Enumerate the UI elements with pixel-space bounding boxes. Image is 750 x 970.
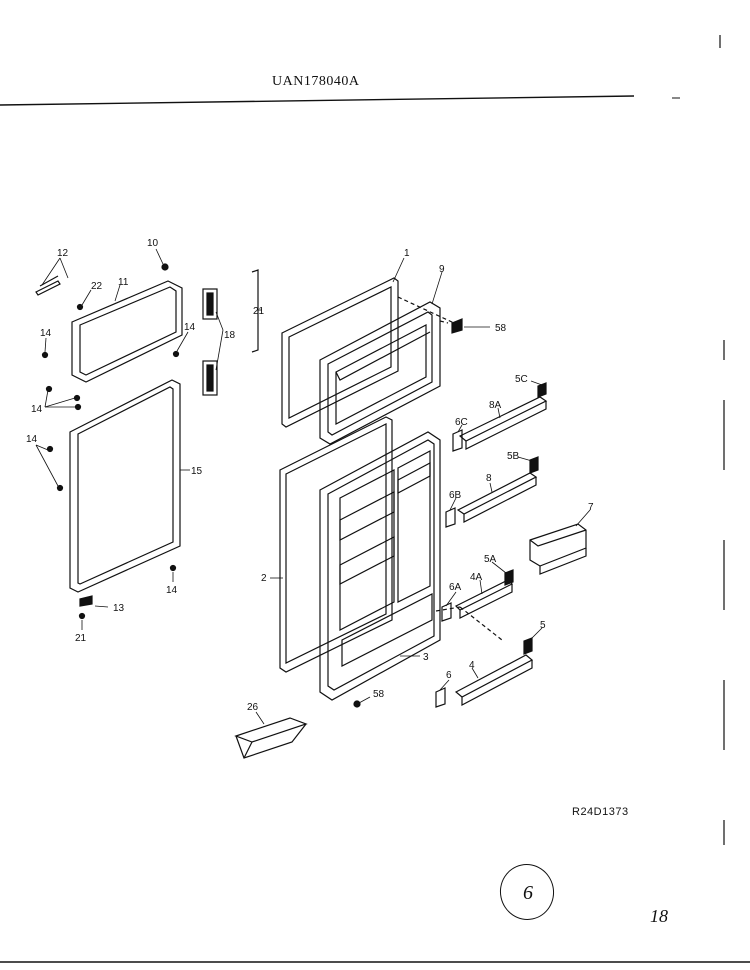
callout-1: 1 xyxy=(404,248,410,259)
callout-22: 22 xyxy=(91,281,103,292)
callout-10: 10 xyxy=(147,238,159,249)
callout-13: 13 xyxy=(113,603,125,614)
fresh-food-door-panel-2 xyxy=(279,416,393,673)
freezer-gasket-11 xyxy=(71,280,183,383)
callout-6b: 6B xyxy=(449,490,462,501)
callout-14-d: 14 xyxy=(26,434,38,445)
sheet-number-circle xyxy=(494,858,560,926)
shelf-end-caps xyxy=(504,382,547,655)
screws-58 xyxy=(353,318,463,708)
page-mark: 18 xyxy=(650,906,668,926)
callout-8a: 8A xyxy=(489,400,502,411)
screws-14 xyxy=(41,263,180,572)
callout-14-e: 14 xyxy=(166,585,178,596)
callout-58-a: 58 xyxy=(495,323,507,334)
callout-12: 12 xyxy=(57,248,69,259)
hinge-pins-12 xyxy=(35,275,61,296)
dairy-door-7 xyxy=(529,523,587,575)
callout-5b: 5B xyxy=(507,451,520,462)
callout-14-a: 14 xyxy=(40,328,52,339)
callout-5: 5 xyxy=(540,620,546,631)
callout-18: 18 xyxy=(224,330,236,341)
callout-5c: 5C xyxy=(515,374,528,385)
model-code: UAN178040A xyxy=(272,74,360,89)
callout-21-b: 21 xyxy=(75,633,87,644)
callout-58-b: 58 xyxy=(373,689,385,700)
bottom-hinge-13 xyxy=(79,595,93,607)
shelf-side-brackets xyxy=(435,429,463,708)
callout-6: 6 xyxy=(446,670,452,681)
callout-21-a: 21 xyxy=(253,306,265,317)
alignment-lines xyxy=(397,296,503,641)
butter-bin-26 xyxy=(234,717,308,759)
freezer-door-liner-9 xyxy=(319,301,441,445)
leader-lines xyxy=(35,248,591,725)
callout-5a: 5A xyxy=(484,554,497,565)
door-shelf-8a xyxy=(458,396,548,450)
door-handles-18 xyxy=(202,288,218,396)
freezer-door-panel-1 xyxy=(281,277,399,428)
edge-marks xyxy=(719,35,725,845)
callout-3: 3 xyxy=(423,652,429,663)
callout-11: 11 xyxy=(118,277,129,288)
callout-7: 7 xyxy=(588,502,594,513)
header-rule xyxy=(0,95,635,106)
callout-14-b: 14 xyxy=(184,322,196,333)
fresh-food-door-liner-3 xyxy=(319,431,441,701)
sheet-number: 6 xyxy=(494,858,560,926)
drawing-reference: R24D1373 xyxy=(572,806,629,818)
fresh-food-gasket-15 xyxy=(69,379,181,593)
door-shelf-4a xyxy=(454,579,514,619)
callout-15: 15 xyxy=(191,466,203,477)
callout-8: 8 xyxy=(486,473,492,484)
callout-6c: 6C xyxy=(455,417,468,428)
callout-4: 4 xyxy=(469,660,475,671)
callout-9: 9 xyxy=(439,264,445,275)
callout-4a: 4A xyxy=(470,572,483,583)
callout-26: 26 xyxy=(247,702,259,713)
callout-2: 2 xyxy=(261,573,267,584)
callout-14-c: 14 xyxy=(31,404,43,415)
door-shelf-8 xyxy=(456,472,538,523)
callout-6a: 6A xyxy=(449,582,462,593)
screw-21-bottom xyxy=(78,612,86,620)
door-shelf-4 xyxy=(454,654,534,706)
sheet-number-text: 6 xyxy=(523,881,533,904)
